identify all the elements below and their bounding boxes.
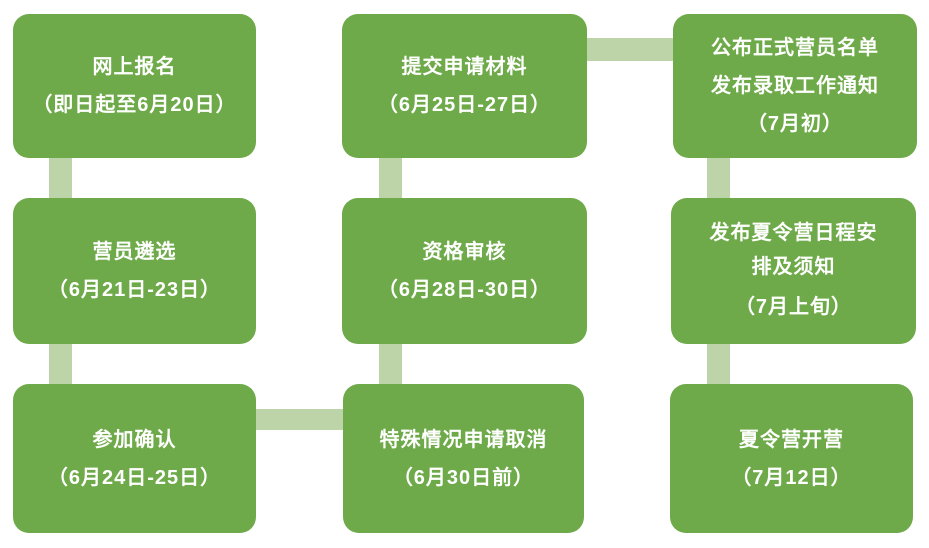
step-date: （7月12日） <box>731 466 852 489</box>
flow-step-publish-camp-schedule: 发布夏令营日程安 排及须知 （7月上旬） <box>671 198 916 344</box>
step-title: 营员遴选 <box>92 241 177 263</box>
connector-col1-row2-row3 <box>49 340 72 388</box>
step-title: 特殊情况申请取消 <box>379 428 548 451</box>
step-title-line2: 发布录取工作通知 <box>711 75 879 97</box>
flow-step-qualification-review: 资格审核 （6月28日-30日） <box>342 198 587 344</box>
step-title-line1: 发布夏令营日程安 <box>709 222 878 244</box>
step-date: （6月30日前） <box>392 466 535 489</box>
flow-step-online-registration: 网上报名 （即日起至6月20日） <box>13 14 256 158</box>
step-title: 夏令营开营 <box>739 428 844 451</box>
step-title-line1: 公布正式营员名单 <box>711 37 879 59</box>
flow-step-special-case-cancellation: 特殊情况申请取消 （6月30日前） <box>343 384 584 533</box>
connector-col3-row2-row3 <box>707 340 730 388</box>
connector-col3-row1-row2 <box>707 154 730 202</box>
connector-col1-row1-row2 <box>49 154 72 202</box>
step-title-line2: 排及须知 <box>751 256 836 278</box>
flow-step-participation-confirmation: 参加确认 （6月24日-25日） <box>13 384 256 533</box>
flow-step-camp-opening: 夏令营开营 （7月12日） <box>670 384 913 533</box>
flow-step-announce-camper-list: 公布正式营员名单 发布录取工作通知 （7月初） <box>673 14 917 158</box>
connector-col2-row2-row3 <box>379 340 402 388</box>
step-date: （7月初） <box>746 113 844 135</box>
step-date: （6月25日-27日） <box>377 94 552 116</box>
connector-bottom-left-to-bottom-mid <box>254 409 346 430</box>
connector-col2-row1-row2 <box>379 154 402 202</box>
step-date: （7月上旬） <box>734 296 853 318</box>
step-date: （6月24日-25日） <box>47 466 222 489</box>
step-title: 提交申请材料 <box>401 56 528 78</box>
step-date: （6月28日-30日） <box>377 279 552 301</box>
step-title: 参加确认 <box>92 428 177 451</box>
step-title: 网上报名 <box>92 56 177 78</box>
step-date: （即日起至6月20日） <box>32 94 237 116</box>
connector-top-mid-to-top-right <box>585 38 677 61</box>
step-date: （6月21日-23日） <box>47 279 222 301</box>
flow-step-camper-selection: 营员遴选 （6月21日-23日） <box>13 198 256 344</box>
step-title: 资格审核 <box>422 241 507 263</box>
flow-step-submit-application-materials: 提交申请材料 （6月25日-27日） <box>342 14 587 158</box>
